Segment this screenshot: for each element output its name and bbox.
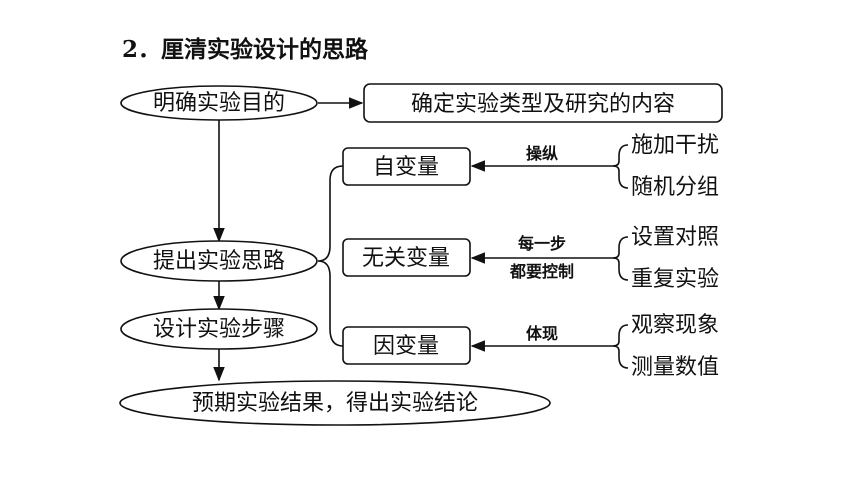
steps-node bbox=[120, 308, 318, 350]
steps-label: 设计实验步骤 bbox=[153, 317, 285, 342]
independent-variable-label: 自变量 bbox=[373, 155, 439, 180]
reflect-label: 体现 bbox=[526, 324, 558, 343]
each-step-label-line2: 都要控制 bbox=[509, 262, 574, 281]
method-measure-values: 测量数值 bbox=[631, 355, 719, 380]
idea-label: 提出实验思路 bbox=[153, 249, 285, 274]
method-set-control: 设置对照 bbox=[631, 225, 719, 250]
variables-brace bbox=[317, 165, 344, 347]
dependent-variable-node bbox=[342, 326, 471, 365]
idea-node bbox=[120, 240, 318, 282]
content-label: 确定实验类型及研究的内容 bbox=[411, 92, 675, 117]
independent-variable-node bbox=[342, 147, 471, 186]
irrelevant-variable-node bbox=[342, 238, 471, 277]
diagram-title: 2．厘清实验设计的思路 bbox=[122, 36, 369, 63]
method-observe-phenomena: 观察现象 bbox=[631, 313, 719, 338]
result-node bbox=[119, 380, 551, 426]
dependent-variable-label: 因变量 bbox=[373, 334, 439, 359]
goal-label: 明确实验目的 bbox=[153, 91, 285, 116]
method-repeat-experiment: 重复实验 bbox=[631, 267, 719, 292]
irrelevant-variable-label: 无关变量 bbox=[362, 246, 450, 271]
method-apply-interference: 施加干扰 bbox=[631, 133, 719, 158]
irrelevant-methods-brace bbox=[612, 236, 629, 281]
each-step-label-line1: 每一步 bbox=[518, 234, 566, 253]
goal-node bbox=[120, 85, 318, 121]
dependent-methods-brace bbox=[612, 324, 629, 369]
result-label: 预期实验结果，得出实验结论 bbox=[192, 391, 478, 416]
content-node bbox=[363, 83, 723, 123]
operate-label: 操纵 bbox=[526, 144, 558, 163]
method-random-grouping: 随机分组 bbox=[631, 175, 719, 200]
independent-methods-brace bbox=[612, 144, 629, 189]
